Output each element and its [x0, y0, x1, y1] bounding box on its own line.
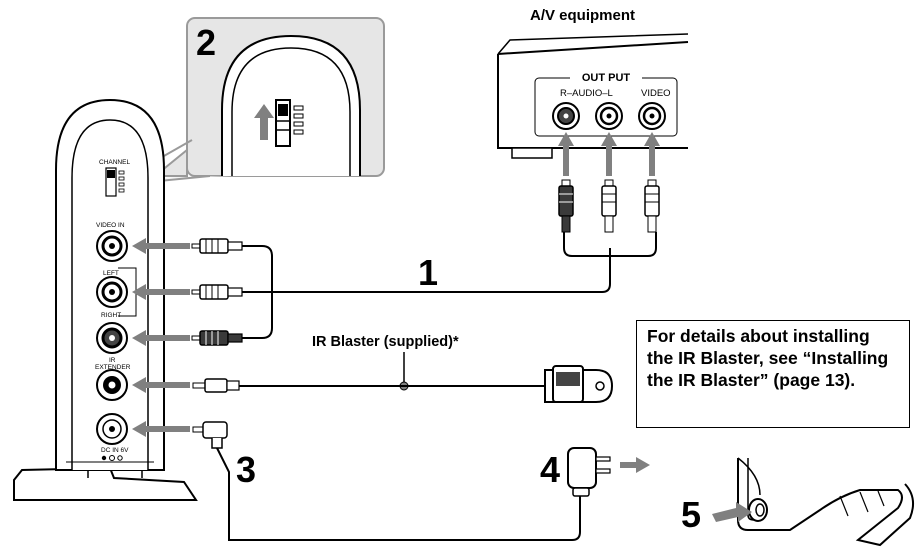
ir-blaster-icon	[544, 365, 614, 403]
ir-extender-label: EXTENDER	[95, 364, 131, 371]
dc-cable	[216, 447, 581, 541]
av-cable	[242, 232, 657, 339]
av-insertion-arrows	[558, 132, 660, 176]
ir-extender-jack[interactable]	[96, 369, 128, 401]
polarity-icon	[101, 455, 123, 461]
step-4-number: 4	[540, 449, 560, 490]
video-in-label: VIDEO IN	[96, 222, 125, 229]
step-2-number: 2	[196, 22, 216, 63]
output-label: OUT PUT	[582, 72, 631, 84]
av-equipment: OUT PUT R–AUDIO–L VIDEO	[497, 33, 689, 159]
ir-blaster-note: For details about installing the IR Blas…	[636, 320, 910, 428]
ir-label: IR	[109, 357, 116, 364]
dc-in-jack[interactable]	[96, 413, 128, 445]
audio-left-jack[interactable]	[96, 276, 128, 308]
av-audio-left-out-jack	[595, 102, 623, 130]
left-label: LEFT	[103, 270, 119, 277]
dc-in-label: DC IN 6V	[101, 447, 129, 454]
video-in-jack[interactable]	[96, 230, 128, 262]
up-arrow-icon	[254, 104, 274, 140]
insertion-arrows	[132, 238, 190, 437]
audio-label: R–AUDIO–L	[560, 88, 613, 99]
ir-blaster-cable	[192, 378, 545, 393]
wireless-transmitter-unit: CHANNEL VIDEO IN LEFT RIGHT IR	[13, 98, 198, 501]
channel-switch-icon	[275, 99, 304, 147]
av-cable-equipment-plugs	[558, 179, 660, 233]
ac-adaptor-icon	[567, 447, 611, 497]
step-3-number: 3	[236, 449, 256, 490]
arrow-plug-in-icon	[712, 502, 752, 522]
av-video-out-jack	[638, 102, 666, 130]
av-equipment-title: A/V equipment	[530, 7, 635, 24]
audio-right-jack[interactable]	[96, 322, 128, 354]
av-audio-right-out-jack	[552, 102, 580, 130]
arrow-right-icon	[620, 457, 650, 473]
unit-side-view	[737, 457, 915, 547]
av-cable-unit-plugs	[191, 238, 243, 346]
right-label: RIGHT	[101, 312, 121, 319]
ir-blaster-label: IR Blaster (supplied)*	[312, 334, 459, 350]
step-5-number: 5	[681, 494, 701, 535]
dc-cable-plug	[192, 421, 228, 449]
channel-switch-zoom: 2	[119, 17, 385, 185]
channel-switch[interactable]	[105, 167, 125, 197]
video-label: VIDEO	[641, 88, 671, 99]
channel-label: CHANNEL	[99, 159, 130, 166]
step-1-number: 1	[418, 252, 438, 293]
